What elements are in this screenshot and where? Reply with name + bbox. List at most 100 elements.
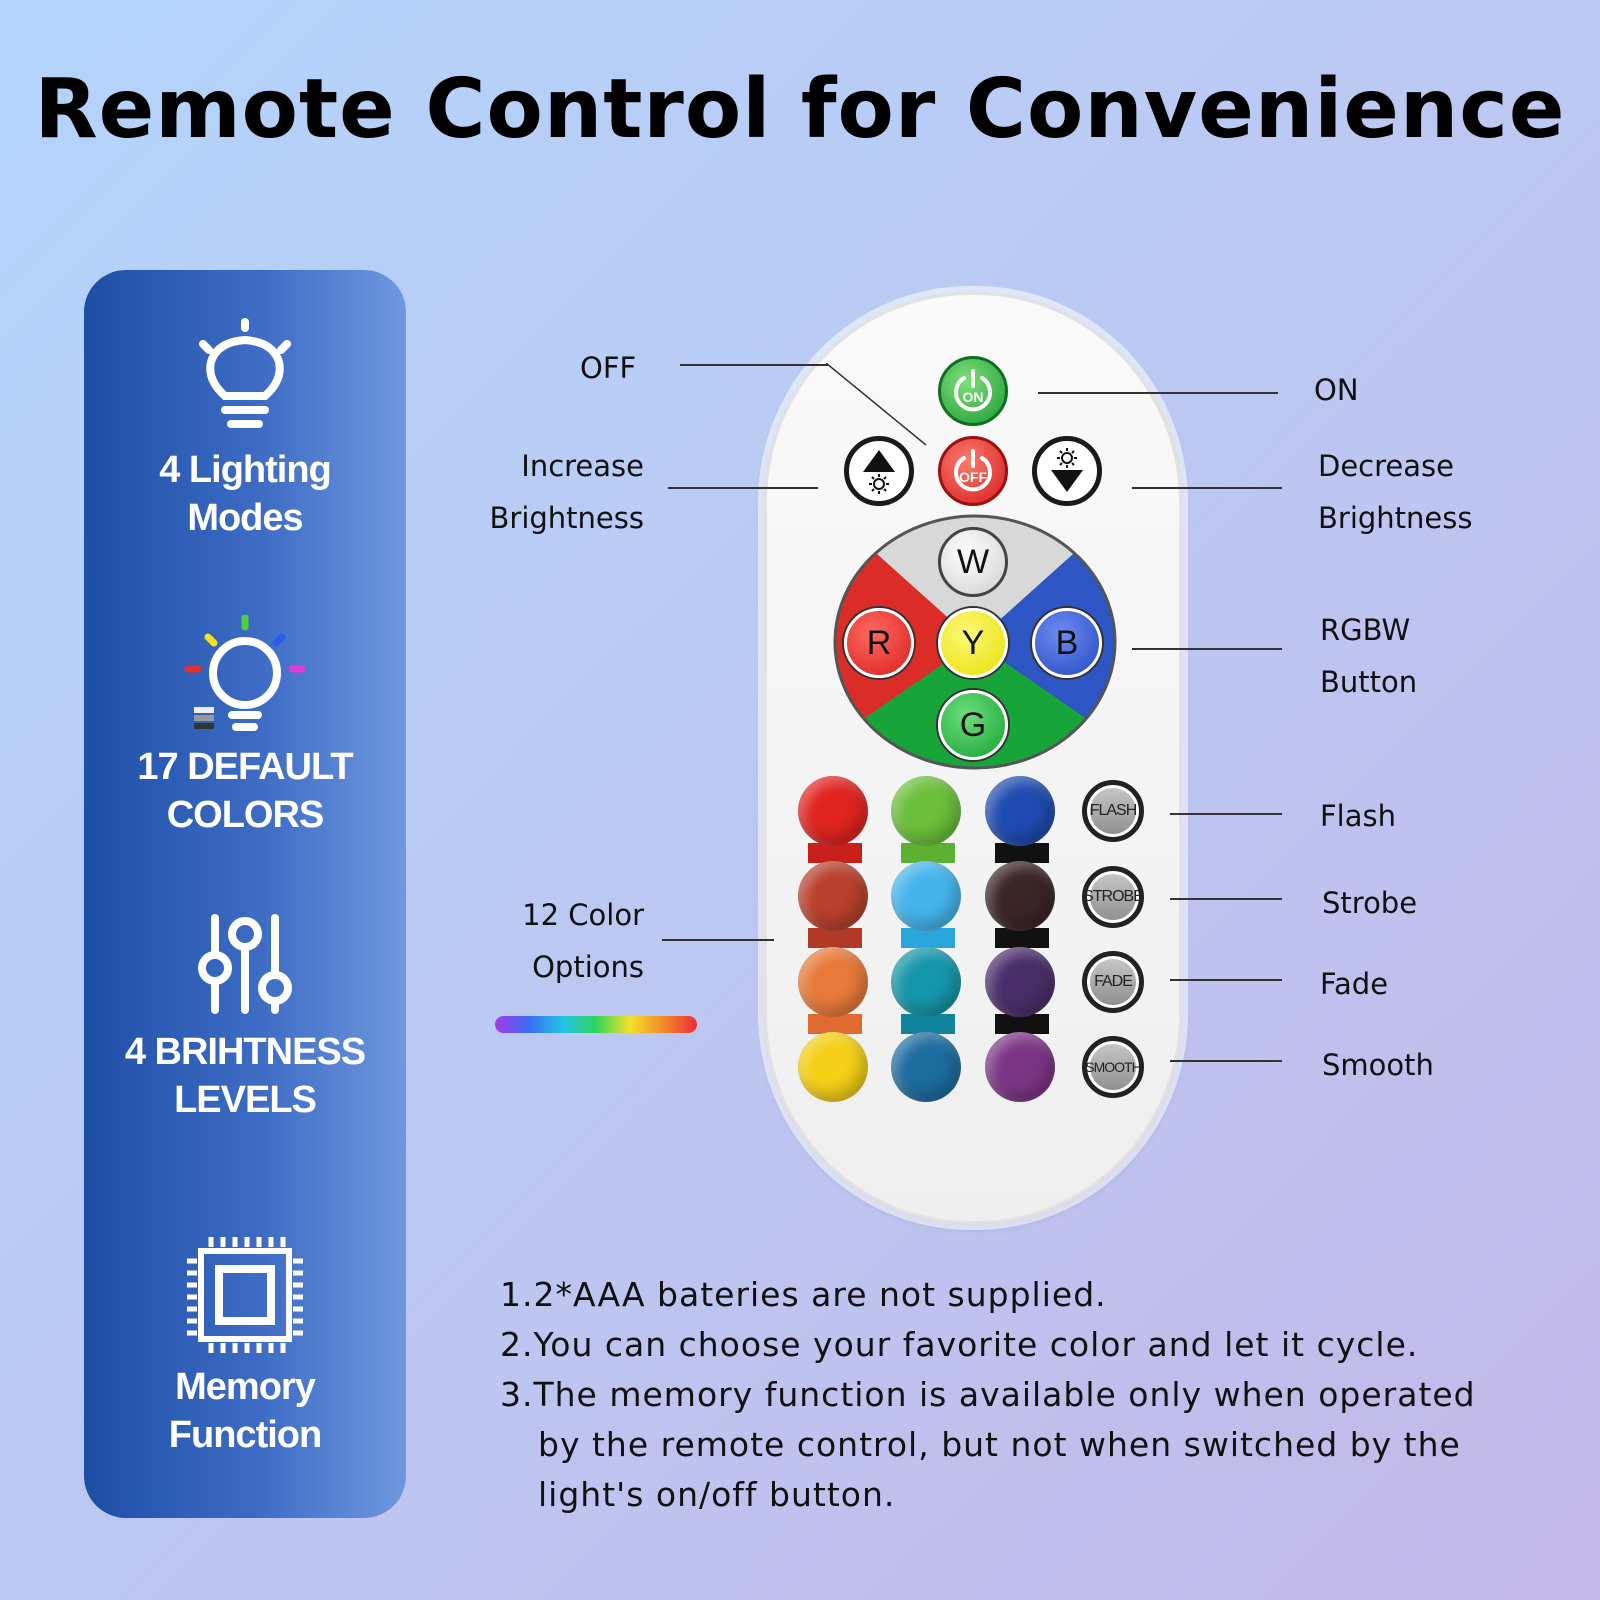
smooth-callout: Smooth [1322,1048,1434,1082]
brightness-up-icon [863,450,895,494]
increase-brightness-button[interactable] [844,436,914,506]
callout-line1: Increase [521,449,644,483]
smooth-button-label: SMOOTH [1085,1059,1141,1075]
g-button[interactable]: G [938,690,1008,760]
flash-button[interactable]: FLASH [1082,780,1144,842]
color-button[interactable] [798,1032,868,1102]
on-leader-line [1038,392,1278,394]
color-button[interactable] [798,861,868,931]
sliders-icon [198,914,292,1014]
off-callout: OFF [580,351,637,385]
fade-leader-line [1170,979,1282,981]
g-button-label: G [959,705,987,744]
increase-brightness-callout: Increase Brightness [470,440,644,544]
color-button[interactable] [891,861,961,931]
color-button[interactable] [798,947,868,1017]
off-button[interactable]: OFF [938,436,1008,506]
feature-brightness-levels: 4 BRIHTNESS LEVELS [84,910,406,1124]
off-leader-diagonal [826,363,927,446]
color-button[interactable] [985,947,1055,1017]
increase-leader-line [668,487,818,489]
rgbw-leader-line [1132,648,1282,650]
feature-label-line1: 17 DEFAULT [137,746,353,788]
strobe-button[interactable]: STROBE [1082,866,1144,928]
stripe [901,843,955,863]
off-button-label: OFF [959,469,987,485]
stripe [901,1014,955,1034]
note-line: light's on/off button. [538,1475,896,1514]
page-title: Remote Control for Convenience [34,62,1566,157]
smooth-leader-line [1170,1060,1282,1062]
rainbow-bar [495,1016,697,1033]
color-button[interactable] [985,776,1055,846]
color-button[interactable] [985,861,1055,931]
strobe-button-label: STROBE [1083,888,1144,905]
callout-line2: Brightness [489,501,644,535]
flash-button-label: FLASH [1089,802,1138,819]
fade-button-label: FADE [1094,973,1133,990]
stripe [901,928,955,948]
b-button-label: B [1055,623,1079,662]
y-button-label: Y [961,623,985,662]
stripe [808,928,862,948]
color-button[interactable] [891,1032,961,1102]
color-options-leader-line [662,939,774,941]
decrease-brightness-callout: Decrease Brightness [1318,440,1472,544]
decrease-brightness-button[interactable] [1032,436,1102,506]
feature-label-line1: 4 Lighting [159,449,332,491]
stripe [808,843,862,863]
chip-icon [187,1237,303,1353]
y-button[interactable]: Y [938,608,1008,678]
callout-line1: Decrease [1318,449,1454,483]
flash-callout: Flash [1320,799,1396,833]
stripe [995,928,1049,948]
callout-line2: Brightness [1318,501,1473,535]
flash-leader-line [1170,813,1282,815]
lightbulb-icon [199,318,291,428]
fade-button[interactable]: FADE [1082,951,1144,1013]
strobe-leader-line [1170,898,1282,900]
color-bulb-icon [184,615,306,731]
notes-list: 1.2*AAA bateries are not supplied. 2.You… [500,1270,1560,1520]
on-button[interactable]: ON [938,356,1008,426]
decrease-leader-line [1132,487,1282,489]
color-button[interactable] [798,776,868,846]
note-line: 1.2*AAA bateries are not supplied. [500,1275,1107,1314]
brightness-down-icon [1051,448,1083,492]
feature-label-line1: Memory [175,1366,316,1408]
b-button[interactable]: B [1032,608,1102,678]
r-button-label: R [866,623,892,662]
stripe [995,843,1049,863]
color-button[interactable] [891,947,961,1017]
stripe [995,1014,1049,1034]
feature-label-line2: Modes [187,497,303,539]
rgbw-callout: RGBW Button [1320,604,1417,708]
feature-label-line2: COLORS [166,794,325,836]
callout-line2: Button [1320,665,1418,699]
smooth-button[interactable]: SMOOTH [1082,1036,1144,1098]
r-button[interactable]: R [844,608,914,678]
on-callout: ON [1314,373,1359,407]
on-button-label: ON [962,389,984,405]
callout-line1: 12 Color [522,898,644,932]
w-button-label: W [956,542,990,581]
power-icon [954,449,992,492]
stripe [808,1014,862,1034]
color-options-callout: 12 Color Options [470,889,644,993]
feature-label-line2: Function [168,1414,322,1456]
feature-default-colors: 17 DEFAULT COLORS [84,615,406,839]
feature-label-line1: 4 BRIHTNESS [124,1031,366,1073]
fade-callout: Fade [1320,967,1389,1001]
note-line: 3.The memory function is available only … [500,1375,1476,1414]
callout-line2: Options [532,950,644,984]
callout-line1: RGBW [1320,613,1411,647]
color-button[interactable] [891,776,961,846]
color-button[interactable] [985,1032,1055,1102]
w-button[interactable]: W [938,527,1008,597]
feature-label-line2: LEVELS [174,1079,317,1121]
note-line: 2.You can choose your favorite color and… [500,1325,1419,1364]
note-line: by the remote control, but not when swit… [538,1425,1461,1464]
